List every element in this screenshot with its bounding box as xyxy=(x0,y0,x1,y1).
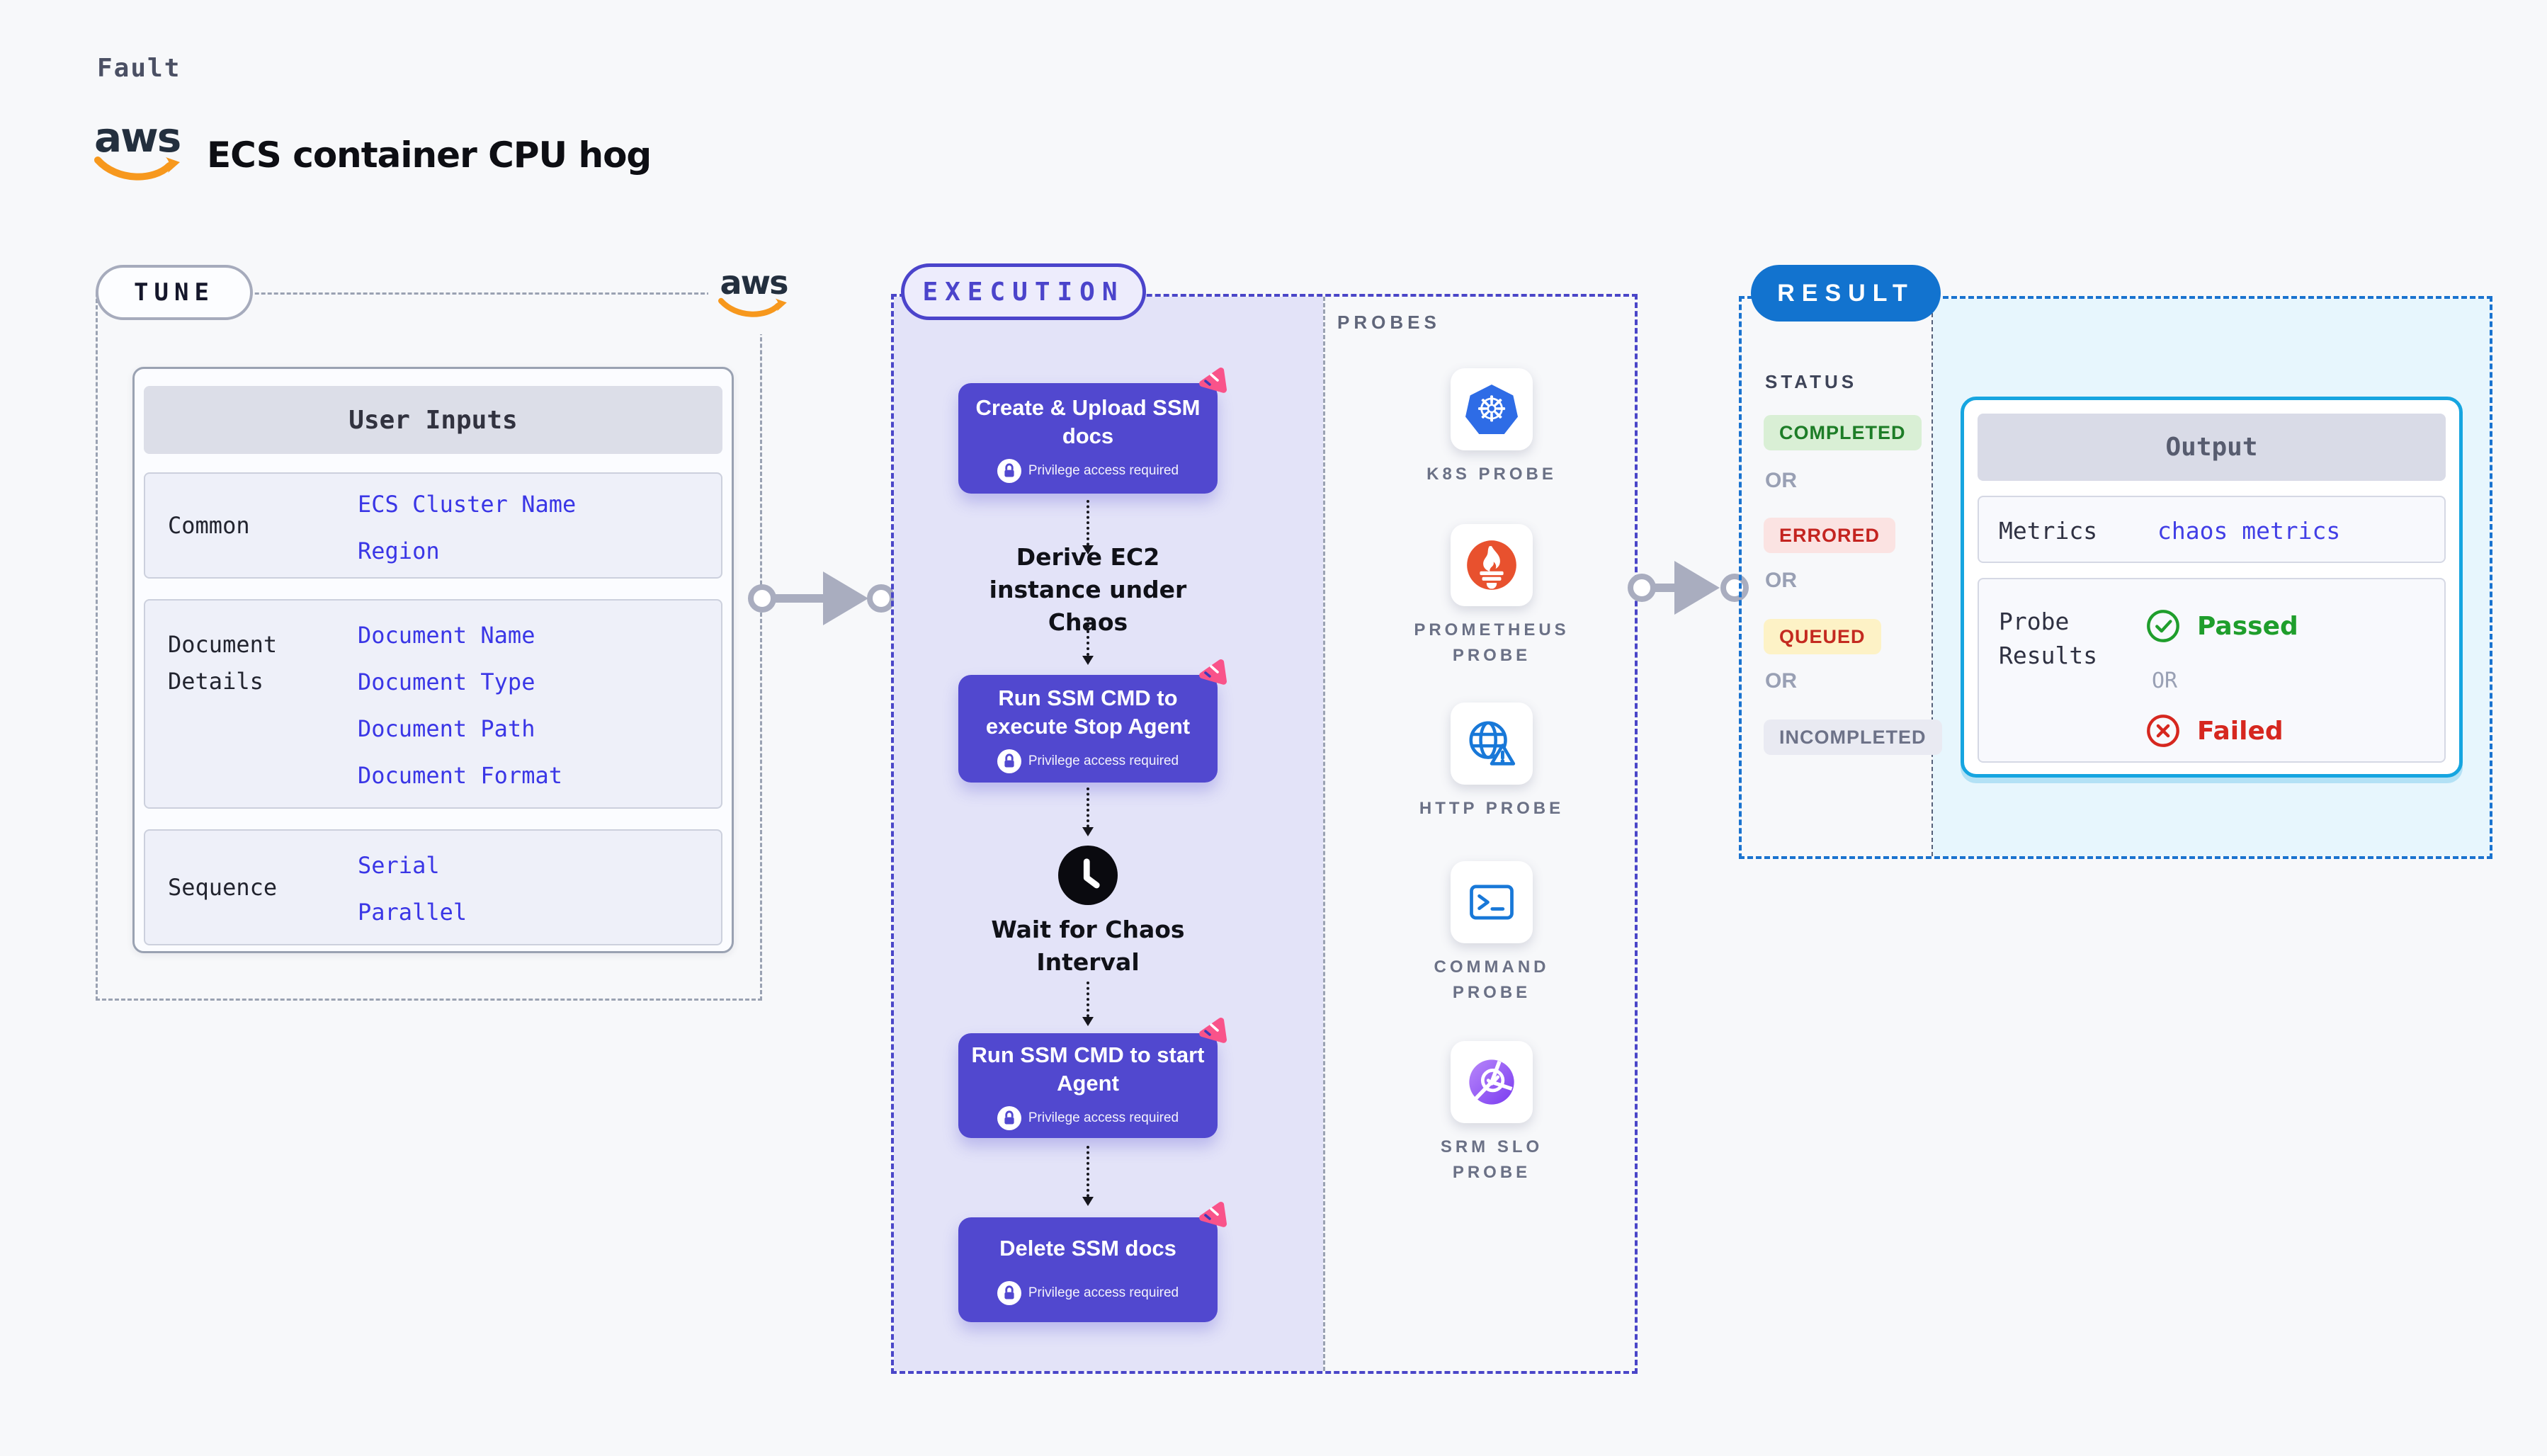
probe-label-command: COMMAND PROBE xyxy=(1434,957,1550,1002)
probe-card-srm-slo xyxy=(1451,1041,1533,1123)
lock-icon xyxy=(997,1106,1021,1130)
execution-probes-divider xyxy=(1323,297,1325,1371)
input-value: Document Type xyxy=(358,669,535,695)
aws-logo-small: aws xyxy=(708,249,799,334)
metrics-value: chaos metrics xyxy=(2157,517,2341,545)
flow-arrow-down xyxy=(1082,787,1094,836)
terminal-icon xyxy=(1470,885,1514,920)
probe-label-k8s: K8S PROBE xyxy=(1426,465,1557,484)
aws-logo-small-text: aws xyxy=(720,263,789,302)
srm-slo-icon xyxy=(1469,1059,1514,1105)
probe-card-http xyxy=(1451,703,1533,785)
result-status-divider xyxy=(1931,299,1933,856)
page-title: ECS container CPU hog xyxy=(207,135,652,176)
aws-logo-text: aws xyxy=(94,113,181,161)
or-separator: OR xyxy=(1765,669,1797,693)
status-badge-incompleted: INCOMPLETED xyxy=(1764,720,1942,755)
failed-x-icon xyxy=(2147,715,2179,747)
tune-badge: TUNE xyxy=(96,265,253,320)
aws-smile-icon xyxy=(94,157,180,181)
failed-label: Failed xyxy=(2197,717,2284,746)
metrics-label: Metrics xyxy=(1999,517,2098,545)
step-title: Delete SSM docs xyxy=(999,1236,1176,1261)
step-derive-ec2-text: Derive EC2 instance under Chaos xyxy=(989,543,1187,636)
execution-badge: EXECUTION xyxy=(901,263,1146,320)
probes-heading: PROBES xyxy=(1337,312,1441,333)
step-title: Create & Upload SSM docs xyxy=(975,395,1201,448)
or-separator: OR xyxy=(2152,669,2178,693)
row-label: Common xyxy=(168,512,250,539)
input-value: Serial xyxy=(358,852,440,879)
input-value: Parallel xyxy=(358,899,467,926)
http-globe-warning-icon xyxy=(1469,721,1516,766)
result-section-frame xyxy=(1739,296,2492,859)
status-badge-errored: ERRORED xyxy=(1764,518,1896,553)
status-badge-queued: QUEUED xyxy=(1764,619,1881,654)
chaos-tag-icon xyxy=(1199,659,1227,685)
or-separator: OR xyxy=(1765,469,1797,492)
step-run-ssm-start-agent: Run SSM CMD to start Agent Privilege acc… xyxy=(958,1018,1227,1138)
user-inputs-row-sequence: Sequence Serial Parallel xyxy=(144,829,722,945)
probe-label-prometheus: PROMETHEUS PROBE xyxy=(1414,620,1570,665)
passed-check-icon xyxy=(2147,610,2179,642)
output-metrics-row: Metrics chaos metrics xyxy=(1978,496,2446,563)
fault-kicker: Fault xyxy=(97,54,181,83)
probe-card-command xyxy=(1451,861,1533,943)
status-heading: STATUS xyxy=(1765,371,1858,392)
output-probe-results-row: Probe Results Passed OR Failed xyxy=(1978,578,2446,763)
privilege-note: Privilege access required xyxy=(1028,753,1179,768)
tune-section-frame xyxy=(96,292,762,1001)
lock-icon xyxy=(997,459,1021,483)
output-header: Output xyxy=(1978,414,2446,481)
input-value: ECS Cluster Name xyxy=(358,491,577,518)
connector-endpoint-icon xyxy=(748,584,776,613)
probe-card-k8s: ☸ xyxy=(1451,368,1533,450)
privilege-note: Privilege access required xyxy=(1028,1110,1179,1125)
kubernetes-icon: ☸ xyxy=(1465,385,1518,434)
flow-arrow-down xyxy=(1082,500,1094,554)
chaos-tag-icon xyxy=(1199,1202,1227,1227)
step-wait-chaos-text: Wait for Chaos Interval xyxy=(991,916,1185,976)
or-separator: OR xyxy=(1765,569,1797,592)
lock-icon xyxy=(997,749,1021,773)
step-run-ssm-stop-agent: Run SSM CMD to execute Stop Agent Privil… xyxy=(958,659,1227,783)
passed-label: Passed xyxy=(2197,612,2298,641)
chaos-tag-icon xyxy=(1199,368,1227,393)
aws-logo: aws xyxy=(94,113,183,188)
connector-endpoint-icon xyxy=(1628,574,1656,602)
result-badge: RESULT xyxy=(1751,265,1941,322)
privilege-note: Privilege access required xyxy=(1028,1285,1179,1300)
input-value: Document Path xyxy=(358,715,535,742)
flow-arrow-down xyxy=(1082,619,1094,665)
row-label: Sequence xyxy=(168,874,278,901)
status-badge-completed: COMPLETED xyxy=(1764,415,1922,450)
flow-arrow-down xyxy=(1082,1146,1094,1206)
clock-icon xyxy=(1058,846,1118,905)
prometheus-icon xyxy=(1467,540,1516,590)
connector-endpoint-icon xyxy=(1720,574,1749,602)
row-label: Document Details xyxy=(168,631,278,695)
aws-smile-icon xyxy=(718,297,787,317)
step-title: Run SSM CMD to start Agent xyxy=(971,1042,1205,1096)
input-value: Document Name xyxy=(358,622,535,649)
user-inputs-row-document-details: Document Details Document Name Document … xyxy=(144,599,722,809)
privilege-note: Privilege access required xyxy=(1028,463,1179,478)
step-title: Run SSM CMD to execute Stop Agent xyxy=(985,686,1191,739)
probe-label-srm-slo: SRM SLO PROBE xyxy=(1440,1137,1543,1182)
probe-card-prometheus xyxy=(1451,524,1533,606)
user-inputs-row-common: Common ECS Cluster Name Region xyxy=(144,472,722,579)
chaos-tag-icon xyxy=(1199,1018,1227,1043)
user-inputs-header: User Inputs xyxy=(144,386,722,454)
input-value: Region xyxy=(358,538,440,564)
lock-icon xyxy=(997,1281,1021,1305)
input-value: Document Format xyxy=(358,762,562,789)
step-create-upload-ssm-docs: Create & Upload SSM docs Privilege acces… xyxy=(958,368,1227,494)
probe-label-http: HTTP PROBE xyxy=(1419,799,1565,818)
probe-results-label: Probe Results xyxy=(1999,608,2098,669)
step-delete-ssm-docs: Delete SSM docs Privilege access require… xyxy=(958,1202,1227,1322)
flow-arrow-down xyxy=(1082,982,1094,1026)
execution-section-frame xyxy=(891,294,1638,1374)
